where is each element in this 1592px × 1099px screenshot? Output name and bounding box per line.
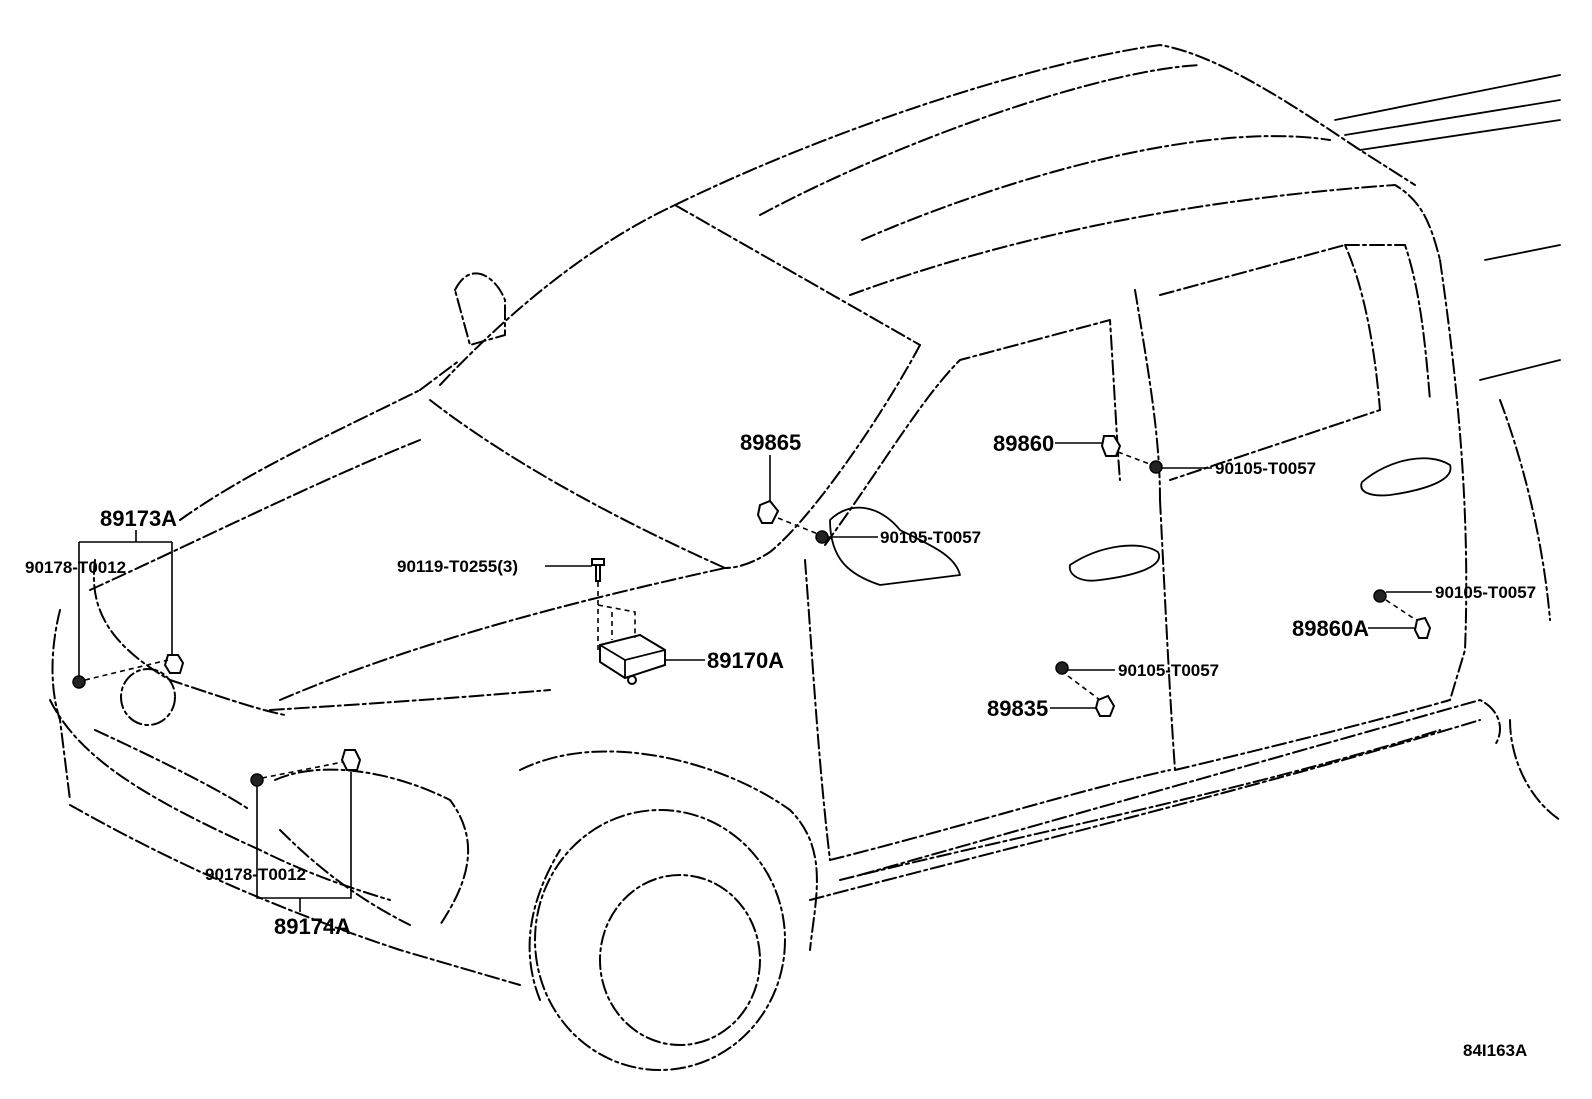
sensor-89174A-icon [340,749,362,771]
vehicle-outline [49,44,1561,1071]
label-89865: 89865 [740,430,801,455]
label-90105-a: 90105-T0057 [880,528,981,547]
label-89835: 89835 [987,696,1048,721]
sensor-89860A-icon [1413,616,1432,639]
control-unit-89170A-icon [599,633,666,685]
label-89170A: 89170A [707,648,784,673]
part-labels: 89173A 90178-T0012 90119-T0255(3) 89170A… [25,430,1536,1060]
label-90178-bottom: 90178-T0012 [205,865,306,884]
label-89860A: 89860A [1292,616,1369,641]
sensor-89860-icon [1100,435,1122,457]
figure-code: 84I163A [1463,1041,1527,1060]
nut-90178-top-icon [72,675,86,689]
bolt-90105-d-icon [1055,661,1069,675]
bolt-90119-icon [591,558,605,582]
label-89173A: 89173A [100,506,177,531]
sensor-89173A-icon [163,654,185,674]
label-90178-top: 90178-T0012 [25,558,126,577]
sensor-89865-icon [756,499,780,524]
label-89174A: 89174A [274,914,351,939]
bolt-90105-b-icon [1149,460,1163,474]
label-90105-c: 90105-T0057 [1435,583,1536,602]
parts [72,435,1432,787]
leader-lines [78,442,1432,912]
bolt-90105-a-icon [815,530,829,544]
nut-90178-bottom-icon [250,773,264,787]
label-90119: 90119-T0255(3) [397,557,518,576]
label-90105-d: 90105-T0057 [1118,661,1219,680]
bolt-90105-c-icon [1373,589,1387,603]
label-90105-b: 90105-T0057 [1215,459,1316,478]
label-89860: 89860 [993,431,1054,456]
